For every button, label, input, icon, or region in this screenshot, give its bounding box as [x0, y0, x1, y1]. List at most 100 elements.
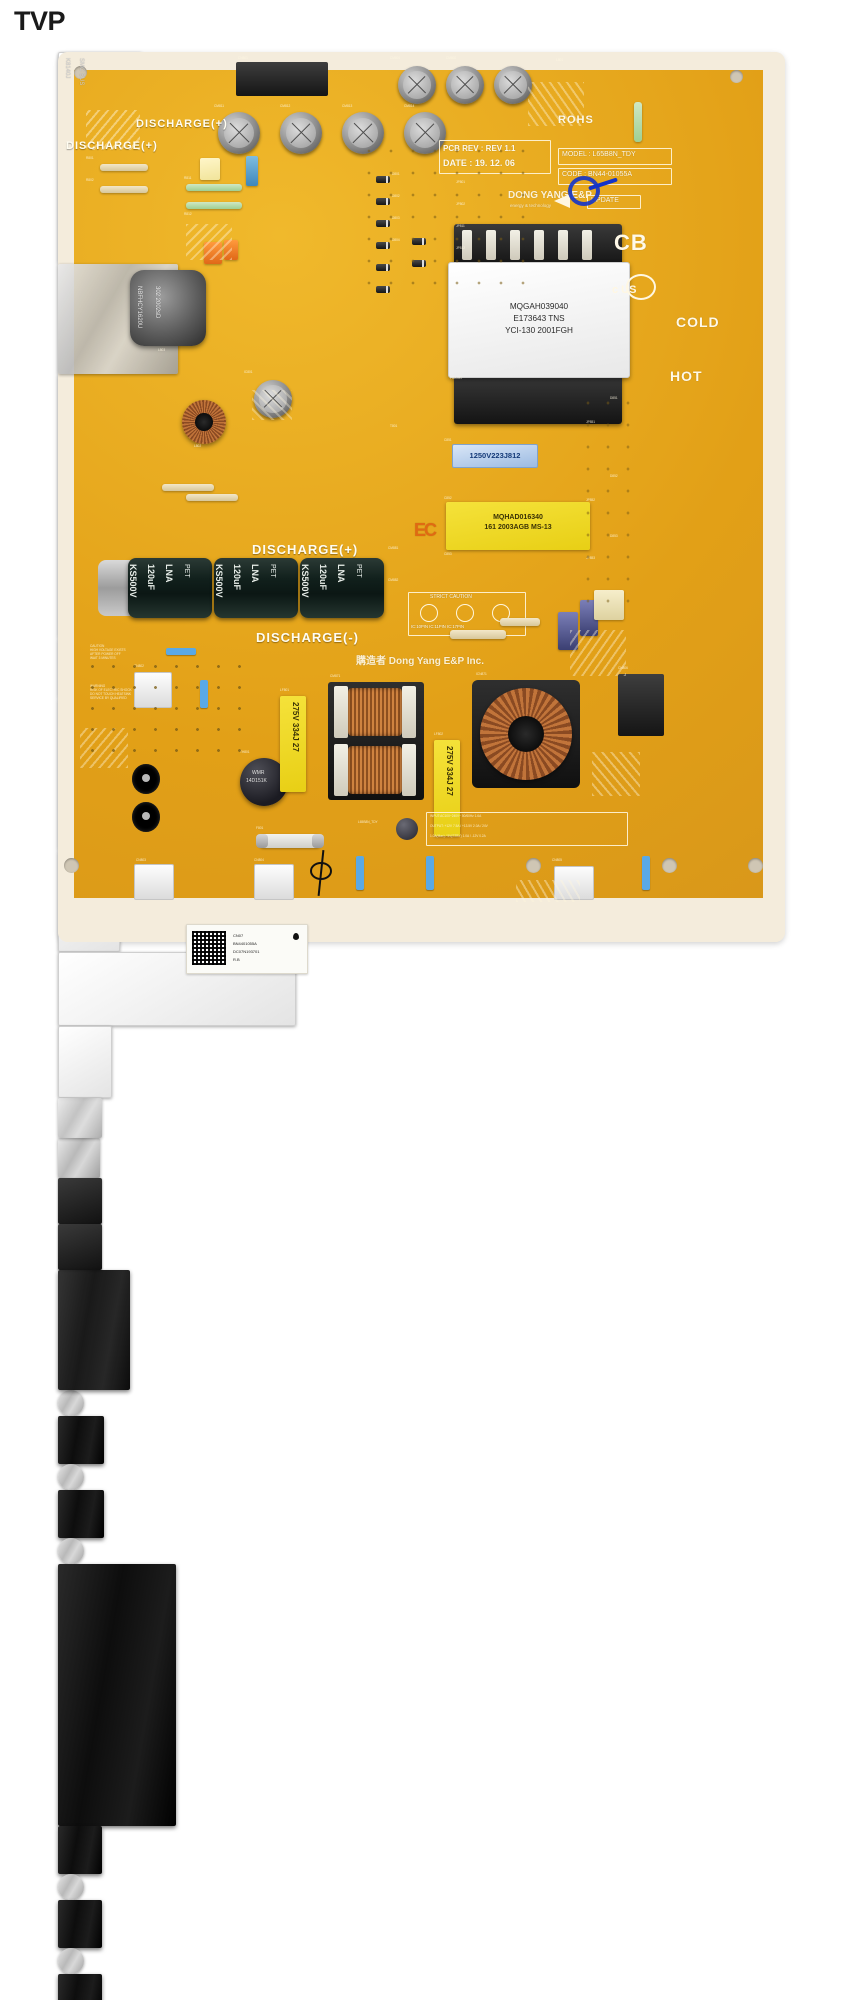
- leaf-icon: [293, 933, 299, 940]
- mosfet-left-1: [58, 1178, 102, 1224]
- resistor-mid-2: [186, 494, 238, 501]
- choke-winding-1: [348, 688, 402, 736]
- label-inductor-line2: 302 2002sD: [154, 286, 160, 319]
- via-grid-top: [358, 140, 538, 290]
- film-capacitor-small: [200, 158, 220, 180]
- board-edge-bottom: [58, 898, 785, 942]
- capacitor-orange: [204, 242, 222, 264]
- resistor: [100, 164, 148, 171]
- label-rohs: ROHS: [558, 114, 594, 126]
- sticker-line3: DC07N193701: [233, 949, 260, 954]
- via-grid-right: [578, 392, 638, 612]
- label-varistor-line2: 14D151K: [246, 778, 267, 784]
- toroid-choke: [480, 688, 572, 780]
- label-bulkcap1-voltage: KS500V: [128, 564, 138, 598]
- wire-blue-3: [642, 856, 650, 890]
- insulator-sheet-right2: [58, 1026, 112, 1098]
- resistor-white-2: [500, 618, 540, 626]
- screw-right-2: [58, 1538, 84, 1564]
- resistor-green: [186, 184, 242, 191]
- product-label-sticker: CN07 BN4401055A DC07N193701 R.B: [186, 924, 308, 974]
- electrolytic-capacitor-mid: [254, 380, 292, 418]
- label-bulkcap1-capacitance: 120uF: [146, 564, 156, 591]
- bulk-cap-endcap: [98, 560, 132, 616]
- transformer-pin: [582, 230, 592, 260]
- connector-bottom-right[interactable]: [554, 866, 594, 900]
- caution-icon-2: [456, 604, 474, 622]
- label-film-cap-2: 275V 334J 27: [445, 746, 454, 796]
- mounting-hole: [748, 858, 763, 873]
- label-bulkcap2-brand: LNA: [250, 564, 260, 583]
- resistor: [100, 186, 148, 193]
- screw-left-heatsink: [58, 1390, 84, 1416]
- toroid-inductor-mid: [182, 400, 226, 444]
- connector-bottom-left-2[interactable]: [134, 864, 174, 900]
- label-yellow-cap-line1: MQHAD016340: [493, 514, 543, 521]
- transistor-right-1: [58, 1416, 104, 1464]
- choke-bobbin-right-2: [402, 744, 416, 796]
- label-bulkcap1-brand: LNA: [164, 564, 174, 583]
- transistor-right-5: [58, 1974, 102, 2000]
- connector-cn801[interactable]: [236, 62, 328, 96]
- transistor-right-2: [58, 1490, 104, 1538]
- label-ec-mark: EC: [414, 520, 437, 540]
- caution-icon-1: [420, 604, 438, 622]
- label-code: CODE : BN44-01055A: [562, 171, 633, 178]
- mounting-hole: [526, 858, 541, 873]
- label-model: MODEL : L65B8N_TDY: [562, 151, 636, 158]
- silk-art-mid-right: [570, 630, 626, 676]
- ac-inlet-contact-2: [142, 812, 150, 820]
- wire-blue-2: [426, 856, 434, 890]
- resistor-green: [634, 102, 642, 142]
- label-hot: HOT: [670, 368, 703, 384]
- qr-code: [192, 931, 226, 965]
- screw-right-4: [58, 1948, 84, 1974]
- watermark-tvp: TVP: [14, 6, 66, 36]
- resistor-green: [186, 202, 242, 209]
- label-bulkcap2-type: PET: [269, 564, 276, 578]
- transformer-label-line2: E173643 TNS: [513, 313, 565, 323]
- via-grid-bottom-left: [82, 656, 242, 766]
- label-inductor-line1: NBFHCY1620U: [136, 286, 142, 329]
- mounting-hole: [64, 858, 79, 873]
- label-discharge-low: DISCHARGE(-): [256, 630, 359, 645]
- silk-art-top-left: [86, 110, 140, 150]
- screw-right-1: [58, 1464, 84, 1490]
- ul-circle-icon: [626, 274, 656, 300]
- board-edge-right: [763, 52, 785, 942]
- silk-box-code: [558, 168, 672, 185]
- label-yellow-cap-line2: 161 2003AGB MS-13: [484, 524, 552, 531]
- ac-inlet-contact-1: [142, 774, 150, 782]
- connector-right-pin-header[interactable]: [618, 674, 664, 736]
- inductor-top-right: [58, 1138, 100, 1178]
- label-bulkcap3-type: PET: [355, 564, 362, 578]
- label-blue-cap: 1250V223J812: [469, 451, 521, 460]
- sticker-line2: BN4401055A: [233, 941, 257, 946]
- transistor-right-4: [58, 1900, 102, 1948]
- label-caution-header: STRICT CAUTION: [430, 594, 472, 600]
- mosfet-left-2: [58, 1224, 102, 1270]
- ceramic-capacitor: [246, 156, 258, 186]
- connector-bottom-mid[interactable]: [254, 864, 294, 900]
- fuse-cap-left: [256, 834, 268, 848]
- label-discharge-mid: DISCHARGE(+): [252, 542, 359, 557]
- transformer-label-line1: MQGAH039040: [509, 302, 569, 311]
- board-edge-left: [58, 52, 74, 942]
- electrolytic-capacitor: [446, 66, 484, 104]
- resistor-white: [450, 630, 506, 639]
- electrolytic-capacitor: [218, 112, 260, 154]
- label-cold: COLD: [676, 314, 720, 330]
- black-ink-mark-loop: [310, 862, 332, 880]
- inductor-purple-1: [558, 612, 578, 650]
- capacitor-orange-2: [224, 240, 238, 260]
- silk-art-bottom: [516, 880, 580, 902]
- label-bulkcap3-voltage: KS500V: [300, 564, 310, 598]
- arrow-icon-update: [554, 194, 570, 208]
- label-discharge-top-1: DISCHARGE(+): [136, 118, 228, 130]
- label-film-cap-1: 275V 334J 27: [291, 702, 300, 752]
- screw-right-3: [58, 1874, 84, 1900]
- shield-top: [58, 1098, 102, 1138]
- mounting-hole: [730, 70, 743, 83]
- wire-blue-1: [356, 856, 364, 890]
- label-transistor-bottom-line2: SMC SUS: [78, 58, 84, 86]
